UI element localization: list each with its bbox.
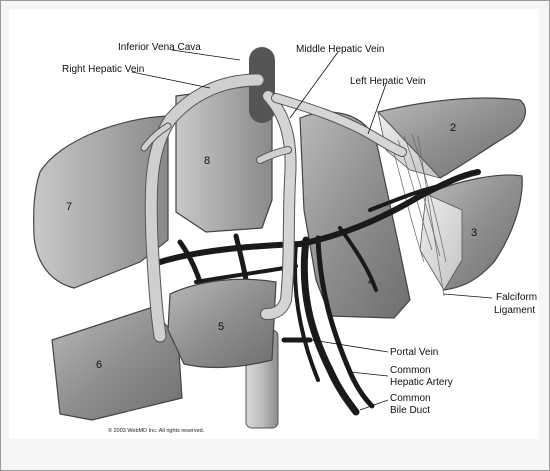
segment-2-label: 2 <box>450 122 456 134</box>
segment-6-label: 6 <box>96 359 102 371</box>
liver-diagram: 2 3 4 5 6 7 8 Inferior Vena Cava Middle … <box>9 9 539 439</box>
label-bile-duct-line2: Bile Duct <box>390 405 430 416</box>
label-right-hepatic-vein: Right Hepatic Vein <box>62 64 144 75</box>
label-inferior-vena-cava: Inferior Vena Cava <box>118 42 201 53</box>
segment-3-label: 3 <box>471 227 477 239</box>
segment-5-label: 5 <box>218 321 224 333</box>
label-hepatic-artery-line1: Common <box>390 365 431 376</box>
label-ligament: Ligament <box>494 305 535 316</box>
copyright-notice: © 2003 WebMD Inc. All rights reserved. <box>108 427 205 434</box>
segment-4-label: 4 <box>368 276 374 288</box>
label-middle-hepatic-vein: Middle Hepatic Vein <box>296 44 384 55</box>
label-hepatic-artery-line2: Hepatic Artery <box>390 377 453 388</box>
liver-illustration: 2 3 4 5 6 7 8 Inferior Vena Cava Middle … <box>9 9 539 439</box>
label-portal-vein: Portal Vein <box>390 347 438 358</box>
segment-8-label: 8 <box>204 155 210 167</box>
segment-7-label: 7 <box>66 201 72 213</box>
label-bile-duct-line1: Common <box>390 393 431 404</box>
label-falciform: Falciform <box>496 292 537 303</box>
label-left-hepatic-vein: Left Hepatic Vein <box>350 76 426 87</box>
